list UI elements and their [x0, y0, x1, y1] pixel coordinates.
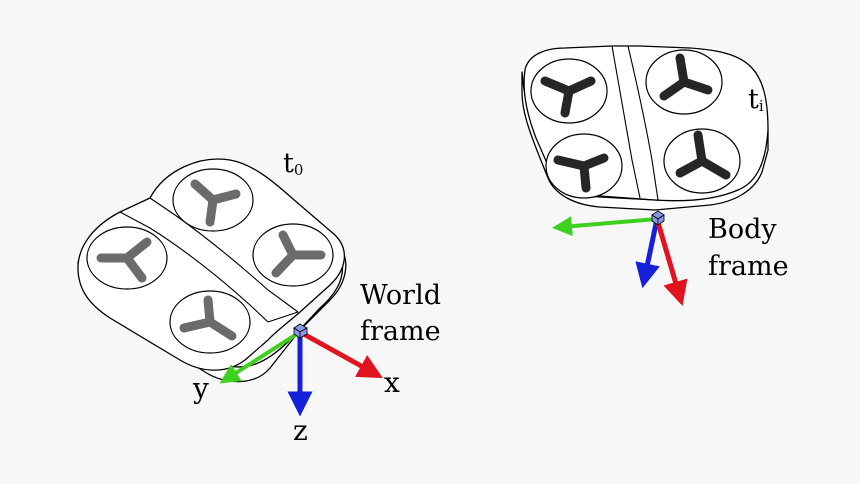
time-label-t0: t0: [283, 148, 303, 179]
drone-later-spine: [611, 45, 641, 199]
drone-initial-propeller-right: [271, 230, 326, 278]
body-origin-marker: [651, 210, 665, 226]
body-frame-label-line1: Body: [708, 214, 777, 245]
world-y-axis: [219, 330, 302, 384]
world-frame-label-line1: World: [360, 280, 441, 311]
drone-later-propeller-back-right: [659, 53, 713, 101]
world-x-axis: [298, 329, 383, 379]
body-x-axis: [654, 218, 688, 306]
time-label-ti: ti: [748, 84, 764, 115]
world-z-axis-label: z: [293, 414, 308, 447]
drone-initial: t0 World frame x y z: [77, 148, 441, 447]
body-frame-label-line2: frame: [708, 251, 789, 282]
body-y-axis: [552, 216, 658, 237]
world-frame-label-line2: frame: [360, 316, 441, 347]
drone-initial-propeller-back: [190, 179, 241, 227]
drone-initial-body-top: [77, 158, 345, 371]
world-origin-marker: [293, 323, 308, 339]
world-y-axis-label: y: [192, 372, 209, 405]
world-x-axis-label: x: [384, 366, 400, 399]
drone-later-propeller-back-left: [540, 76, 596, 118]
body-z-axis: [635, 218, 660, 289]
drone-later-propeller-front-left: [553, 153, 609, 193]
drone-initial-spine: [149, 197, 299, 313]
drone-initial-propeller-front: [179, 295, 237, 341]
drone-later: ti Body frame: [521, 45, 789, 306]
drone-later-propeller-front-right: [675, 130, 731, 180]
drone-initial-propeller-left: [96, 237, 152, 283]
